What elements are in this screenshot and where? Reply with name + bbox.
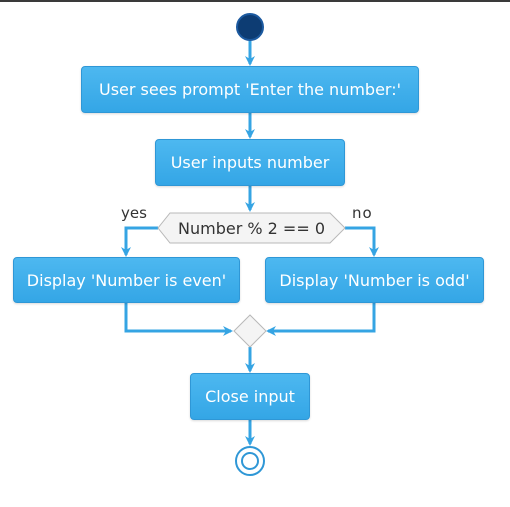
close-action-label: Close input bbox=[205, 387, 295, 406]
edge-odd-to-merge bbox=[266, 303, 376, 336]
odd-action-label: Display 'Number is odd' bbox=[279, 270, 470, 290]
merge-diamond bbox=[233, 314, 267, 348]
input-action-label: User inputs number bbox=[170, 153, 330, 172]
decision-diamond bbox=[157, 212, 346, 244]
even-action-label: Display 'Number is even' bbox=[26, 270, 227, 290]
start-node bbox=[236, 13, 264, 41]
odd-action: Display 'Number is odd' bbox=[265, 257, 484, 303]
end-node-inner bbox=[241, 452, 259, 470]
edge-decision-yes bbox=[121, 226, 158, 257]
top-border bbox=[0, 0, 510, 2]
edge-even-to-merge bbox=[124, 303, 233, 336]
decision-label: Number % 2 == 0 bbox=[178, 218, 325, 238]
branch-no-label: no bbox=[352, 204, 373, 222]
branch-yes-label: yes bbox=[121, 204, 147, 222]
close-action: Close input bbox=[190, 373, 310, 420]
prompt-action-label: User sees prompt 'Enter the number:' bbox=[99, 80, 401, 99]
prompt-action: User sees prompt 'Enter the number:' bbox=[81, 66, 419, 113]
even-action: Display 'Number is even' bbox=[13, 257, 240, 303]
input-action: User inputs number bbox=[155, 139, 345, 186]
edge-decision-no bbox=[345, 226, 379, 257]
